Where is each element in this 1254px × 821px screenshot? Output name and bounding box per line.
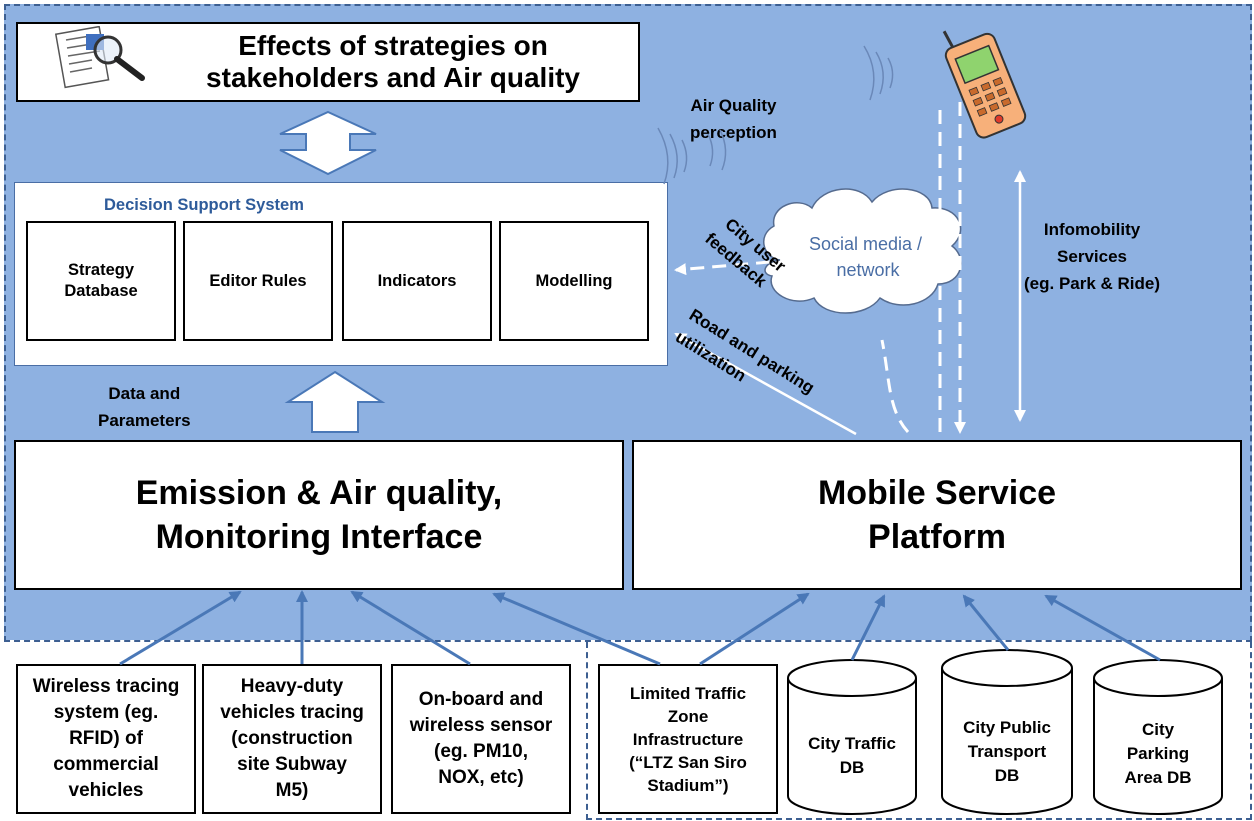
city-parking-area-db-label: City Parking Area DB <box>1124 720 1192 787</box>
road-parking-arrow <box>674 332 857 436</box>
modelling-module: Modelling <box>499 221 649 341</box>
infomobility-label: Infomobility Services (eg. Park & Ride) <box>1024 220 1161 293</box>
dashed-feedback-to-dss <box>674 260 771 276</box>
road-parking-label: Road and parking utilization <box>672 305 822 422</box>
ltz-infrastructure-source: Limited Traffic Zone Infrastructure (“LT… <box>598 664 778 814</box>
editor-rules-module: Editor Rules <box>183 221 333 341</box>
effects-box: Effects of strategies on stakeholders an… <box>16 22 640 102</box>
arrow-wireless <box>119 590 242 666</box>
arrow-onboard <box>350 590 471 666</box>
wireless-tracing-source: Wireless tracing system (eg. RFID) of co… <box>16 664 196 814</box>
dashed-platform-to-cloud <box>880 339 910 434</box>
arrow-traffic-db <box>850 594 886 661</box>
city-parking-area-db <box>1093 659 1223 815</box>
strategy-database-module: Strategy Database <box>26 221 176 341</box>
report-magnifier-icon <box>54 26 145 89</box>
data-up-arrow <box>284 370 386 433</box>
data-sources-frame <box>586 642 1252 820</box>
city-traffic-db-label: City Traffic DB <box>808 734 896 777</box>
dss-title: Decision Support System <box>104 196 304 214</box>
city-public-transport-db <box>941 649 1073 815</box>
emission-monitoring-interface: Emission & Air quality, Monitoring Inter… <box>14 440 624 590</box>
arrow-parking-db <box>1044 594 1161 662</box>
effects-title: Effects of strategies on stakeholders an… <box>206 30 580 93</box>
arrow-ltz-emission <box>492 592 661 666</box>
city-public-transport-db-label: City Public Transport DB <box>963 718 1051 785</box>
arrow-transport-db <box>962 594 1010 651</box>
social-media-cloud <box>763 188 962 314</box>
air-quality-perception-label: Air Quality perception <box>690 96 777 142</box>
social-media-label: Social media / network <box>809 234 927 280</box>
arrow-ltz-platform <box>699 592 810 666</box>
platform-frame <box>4 4 1252 642</box>
city-traffic-db <box>787 659 917 815</box>
data-parameters-label: Data and Parameters <box>98 384 191 430</box>
signal-waves <box>657 45 894 185</box>
indicators-module: Indicators <box>342 221 492 341</box>
mobile-phone-icon <box>942 30 1027 139</box>
double-arrow <box>279 110 377 176</box>
onboard-sensor-source: On-board and wireless sensor (eg. PM10, … <box>391 664 571 814</box>
mobile-service-platform: Mobile Service Platform <box>632 440 1242 590</box>
heavy-duty-tracing-source: Heavy-duty vehicles tracing (constructio… <box>202 664 382 814</box>
